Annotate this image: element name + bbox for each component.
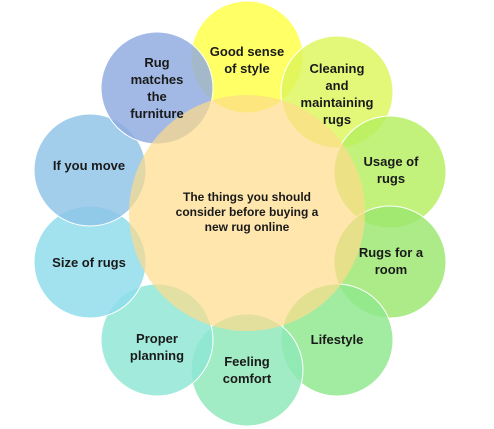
center-circle (129, 95, 365, 331)
item-label-furniture: Rug matches the furniture (130, 55, 184, 121)
item-label-lifestyle: Lifestyle (310, 331, 364, 347)
item-label-usage: Usage of rugs (363, 154, 419, 186)
item-label-comfort: Feeling comfort (222, 354, 272, 386)
center-label: The things you should consider before bu… (175, 189, 319, 234)
item-label-size: Size of rugs (52, 254, 126, 270)
item-label-cleaning: Cleaning and maintaining rugs (300, 61, 374, 127)
item-label-room: Rugs for a room (358, 245, 424, 277)
item-label-style: Good sense of style (209, 44, 285, 76)
item-label-move: If you move (52, 157, 126, 173)
item-label-planning: Proper planning (129, 331, 185, 363)
